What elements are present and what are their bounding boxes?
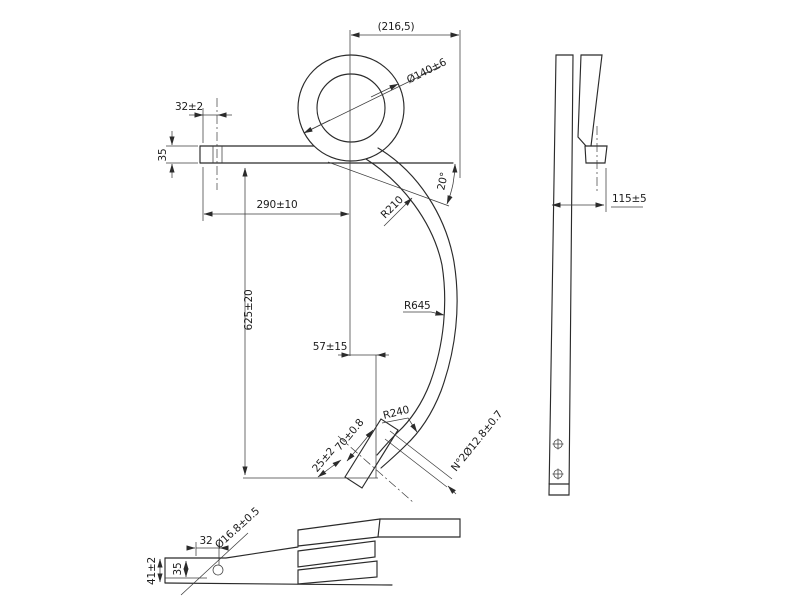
dim-side-width: 115±5 (551, 168, 647, 212)
dim-hole-offset-label: 32±2 (175, 101, 203, 113)
dim-bottom-hole-offset-label: 32 (200, 535, 213, 547)
dim-overall-width: (216,5) (350, 21, 461, 178)
dim-bottom-hole-diameter: Ø16.8±0.5 (180, 505, 262, 596)
dim-tip-holes-label: N°2Ø12.8±0.7 (449, 408, 505, 473)
dim-bottom-hole-offset: 32 (186, 535, 229, 565)
dim-radius-upper: R210 (379, 194, 413, 227)
side-view-part-outline (548, 54, 608, 496)
dim-exit-angle: 20° (327, 161, 458, 207)
dim-tip-length-label: 70±0.8 (333, 417, 366, 454)
dim-arm-length: 290±10 (202, 167, 350, 221)
dim-radius-hook: R240 (382, 404, 418, 433)
dim-side-width-label: 115±5 (612, 193, 647, 205)
dim-arm-thickness-label: 35 (157, 149, 169, 162)
dim-coil-diameter-label: Ø140±6 (405, 56, 449, 86)
dim-tip-width: 25±2 (310, 445, 342, 478)
dim-tip-holes: N°2Ø12.8±0.7 (384, 408, 505, 495)
dim-arm-length-label: 290±10 (257, 199, 298, 211)
bottom-view: Ø16.8±0.5 32 35 41±2 (146, 505, 461, 596)
dim-radius-upper-label: R210 (379, 194, 406, 221)
dim-overall-height-label: 625±20 (243, 290, 255, 331)
dim-bottom-total-height-label: 41±2 (146, 557, 158, 585)
dim-bottom-arm-height: 35 (172, 560, 189, 578)
dim-tip-length: 70±0.8 (333, 417, 374, 462)
dim-coil-diameter: Ø140±6 (303, 56, 449, 134)
dim-arm-thickness: 35 (157, 131, 198, 178)
dim-tip-offset-label: 57±15 (313, 341, 348, 353)
dim-radius-hook-label: R240 (382, 404, 411, 422)
dim-tip-width-label: 25±2 (310, 445, 337, 474)
bottom-view-part-outline (164, 518, 461, 586)
dim-tip-offset: 57±15 (313, 341, 389, 478)
front-view-centerlines (216, 30, 415, 504)
dim-bottom-arm-height-label: 35 (172, 563, 184, 576)
dim-exit-angle-label: 20° (435, 171, 450, 191)
front-view: (216,5) Ø140±6 32±2 35 (157, 21, 505, 504)
dim-hole-offset: 32±2 (175, 101, 232, 143)
dim-overall-width-label: (216,5) (378, 21, 415, 33)
dim-bottom-hole-diameter-label: Ø16.8±0.5 (213, 505, 262, 551)
front-view-part-outline (199, 54, 458, 489)
dim-radius-main-label: R645 (404, 300, 431, 312)
side-view: 115±5 (548, 54, 647, 496)
dim-overall-height: 625±20 (242, 167, 378, 479)
dim-bottom-total-height: 41±2 (146, 557, 163, 585)
dim-radius-main: R645 (403, 300, 445, 316)
